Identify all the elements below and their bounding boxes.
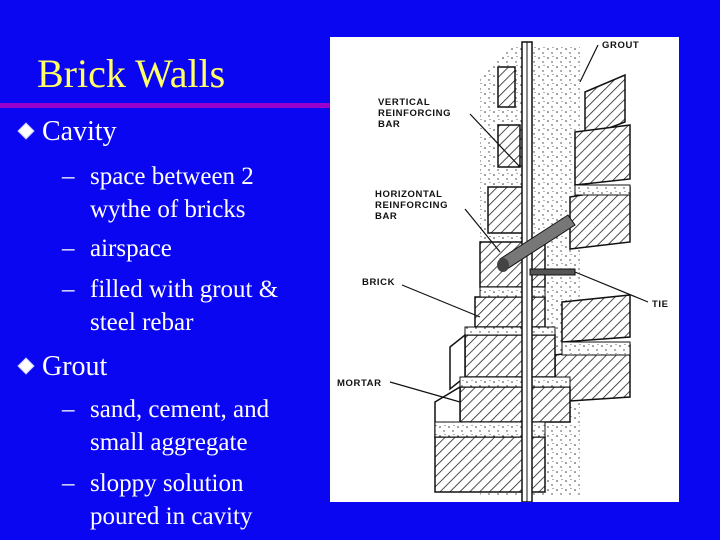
back-wythe — [554, 73, 631, 403]
sub-item-line: sloppy solution — [90, 470, 244, 497]
diamond-bullet-icon — [17, 357, 35, 375]
label-brick: BRICK — [362, 277, 395, 288]
label-vertical-bar: REINFORCING — [378, 108, 451, 119]
sub-item-line: filled with grout & — [90, 276, 279, 303]
sub-item-line: sand, cement, and — [90, 396, 270, 423]
dash-marker: – — [62, 235, 75, 262]
sub-item-line: space between 2 — [90, 163, 254, 190]
bullet-cavity: Cavity — [17, 116, 117, 147]
dash-marker: – — [62, 276, 75, 303]
bullet-label: Cavity — [42, 116, 117, 147]
label-mortar: MORTAR — [337, 378, 382, 389]
label-horizontal-bar: REINFORCING — [375, 200, 448, 211]
bullet-label: Grout — [42, 351, 108, 382]
slide-title: Brick Walls — [37, 51, 226, 96]
sub-item-line: small aggregate — [90, 429, 248, 456]
label-horizontal-bar: HORIZONTAL — [375, 189, 443, 200]
sub-item-line: steel rebar — [90, 309, 194, 336]
wall-tie — [529, 268, 576, 276]
bullet-grout: Grout — [17, 351, 108, 382]
mortar-joints — [434, 184, 631, 438]
leader-lines — [389, 44, 649, 403]
dash-marker: – — [62, 470, 75, 497]
sub-item-line: airspace — [90, 235, 172, 262]
horizontal-rebar — [497, 214, 576, 272]
dash-marker: – — [62, 163, 75, 190]
sub-item-line: poured in cavity — [90, 503, 253, 530]
label-grout: GROUT — [602, 40, 639, 51]
dash-marker: – — [62, 396, 75, 423]
label-vertical-bar: BAR — [378, 119, 400, 130]
label-vertical-bar: VERTICAL — [378, 97, 430, 108]
sub-item-line: wythe of bricks — [90, 196, 246, 223]
diamond-bullet-icon — [17, 122, 35, 140]
label-tie: TIE — [652, 299, 669, 310]
title-underline — [0, 103, 330, 108]
label-horizontal-bar: BAR — [375, 211, 397, 222]
brick-wall-drawing: GROUT VERTICAL REINFORCING BAR HORIZONTA… — [337, 40, 669, 502]
brick-wall-diagram: GROUT VERTICAL REINFORCING BAR HORIZONTA… — [330, 37, 679, 502]
